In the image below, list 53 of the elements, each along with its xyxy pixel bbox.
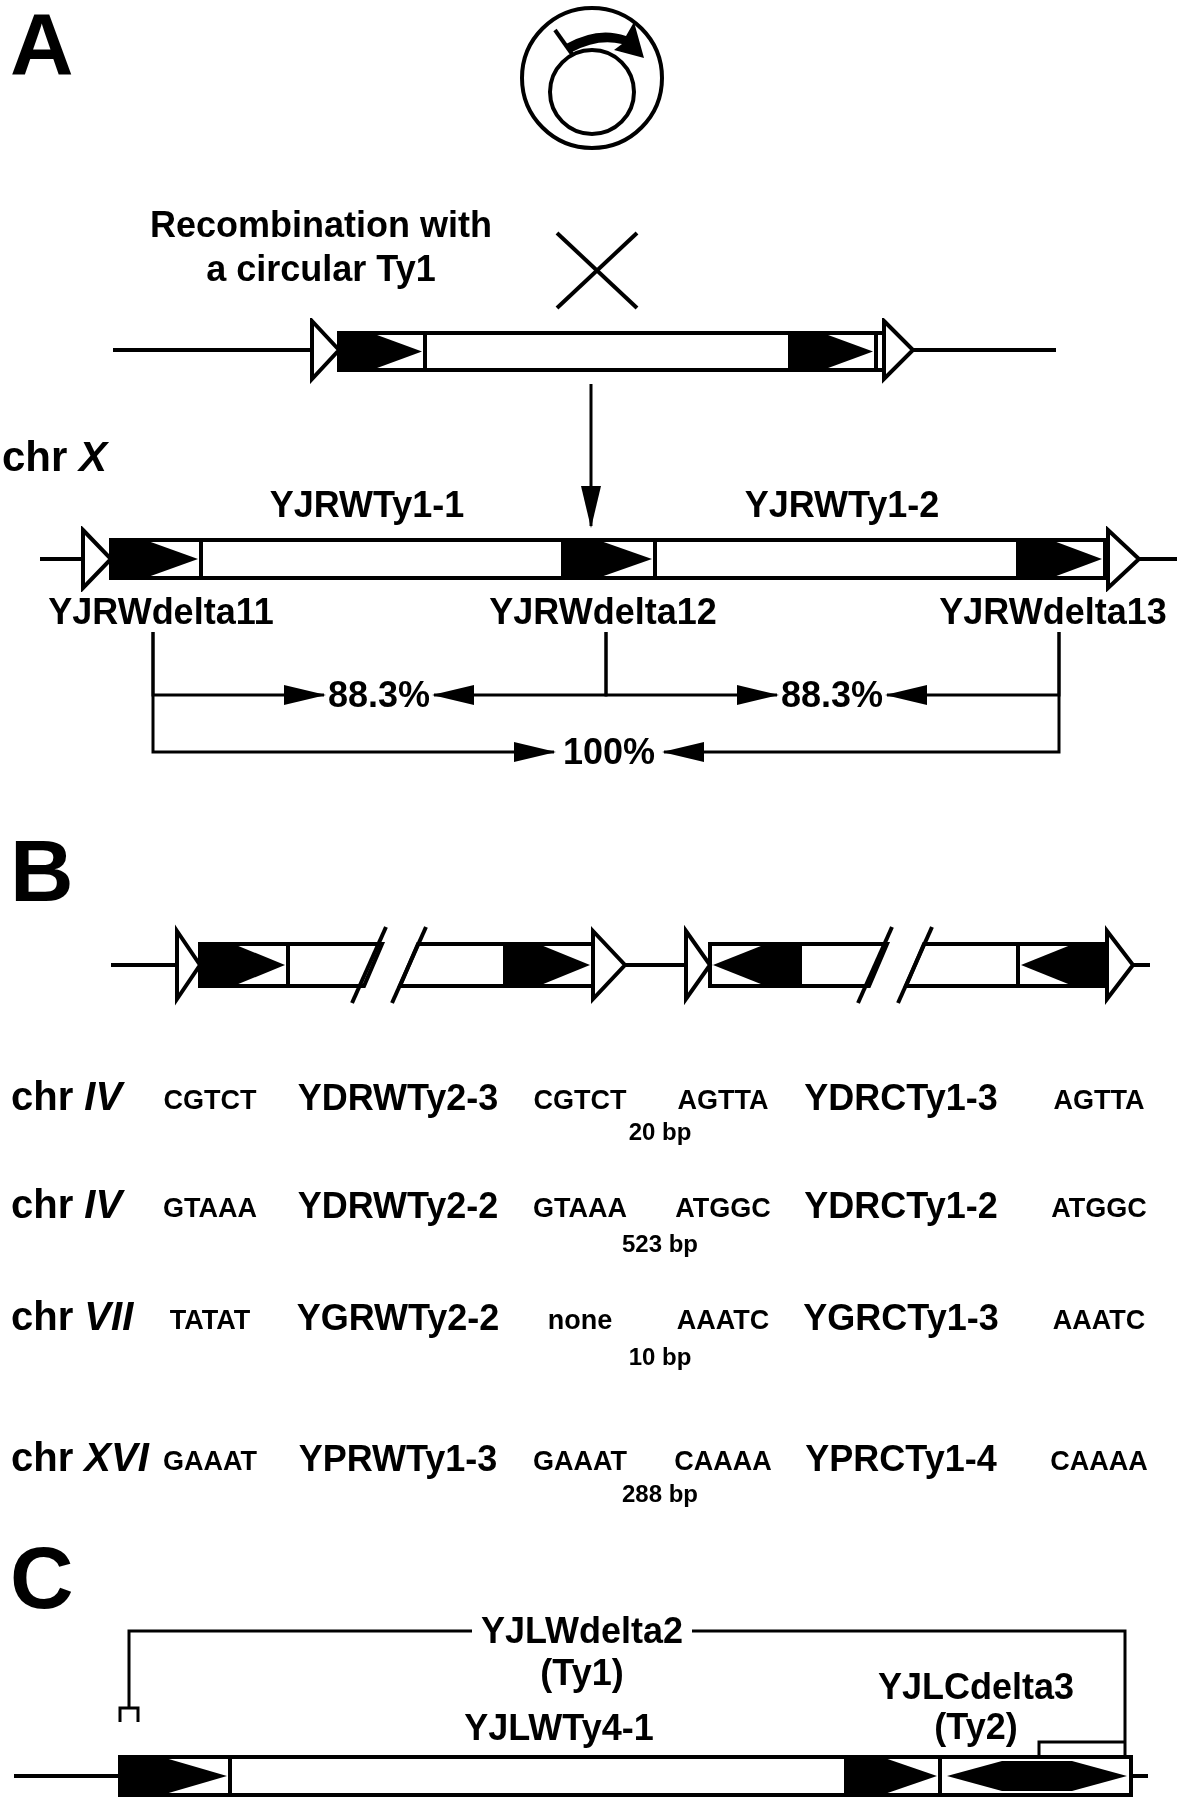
sequence-label: GAAAT <box>533 1447 627 1475</box>
sequence-label: CGTCT <box>533 1086 627 1114</box>
element-name: YPRWTy1-3 <box>298 1441 498 1477</box>
element-name: YDRCTy1-2 <box>804 1188 998 1224</box>
sequence-label: ATGGC <box>1051 1194 1147 1222</box>
element-name: YDRWTy2-3 <box>297 1080 499 1116</box>
spacer-length: 288 bp <box>622 1482 698 1506</box>
element-name: YGRCTy1-3 <box>803 1300 999 1336</box>
delta-name: YJLCdelta3 (Ty2) <box>876 1667 1076 1747</box>
sequence-label: GAAAT <box>163 1447 257 1475</box>
arrow <box>662 632 1061 762</box>
arrow <box>151 632 556 762</box>
transposon-construct <box>308 318 917 384</box>
spacer-length: 523 bp <box>622 1232 698 1256</box>
element-name: YPRCTy1-4 <box>805 1441 997 1477</box>
element-name: YDRWTy2-2 <box>297 1188 499 1224</box>
sequence-label: GTAAA <box>533 1194 627 1222</box>
element-name: YJRWTy1-2 <box>744 487 940 523</box>
element-name: YJLWTy4-1 <box>464 1710 654 1746</box>
panel-label: C <box>10 1534 74 1622</box>
element-name: YDRCTy1-3 <box>804 1080 998 1116</box>
sequence-label: CAAAA <box>1050 1447 1148 1475</box>
delta-name: YJRWdelta11 <box>43 592 279 632</box>
sequence-label: AGTTA <box>677 1086 769 1114</box>
arrow <box>581 384 601 528</box>
panel-label: A <box>10 0 74 88</box>
chromosome-label: chr X <box>2 436 108 478</box>
sequence-label: AAATC <box>676 1306 770 1334</box>
spacer-length: 10 bp <box>628 1345 692 1369</box>
sequence-label: CGTCT <box>163 1086 257 1114</box>
delta-name: YJRWdelta12 <box>485 592 721 632</box>
element-name: YGRWTy2-2 <box>296 1300 500 1336</box>
chromosome-label: chr IV <box>11 1076 123 1116</box>
sequence-label: ATGGC <box>675 1194 771 1222</box>
tandem-transposon-construct <box>79 526 1143 592</box>
sequence-label: AGTTA <box>1053 1086 1145 1114</box>
chromosome-label: chr VII <box>11 1296 134 1336</box>
percent-identity: 100% <box>554 732 664 772</box>
chromosome-label: chr IV <box>11 1184 123 1224</box>
chromosome-label: chr XVI <box>11 1437 149 1477</box>
panel-label: B <box>10 827 74 915</box>
recombination-caption: Recombination with a circular Ty1 <box>149 203 493 291</box>
sequence-label: GTAAA <box>163 1194 257 1222</box>
sequence-label: TATAT <box>169 1306 251 1334</box>
spacer-length: 20 bp <box>628 1120 692 1144</box>
percent-identity: 88.3% <box>324 675 434 715</box>
sequence-label: AAATC <box>1052 1306 1146 1334</box>
sequence-label: none <box>547 1306 613 1334</box>
arrow <box>604 632 779 705</box>
sequence-label: CAAAA <box>674 1447 772 1475</box>
element-name: YJRWTy1-1 <box>269 487 465 523</box>
percent-identity: 88.3% <box>777 675 887 715</box>
delta-name: YJRWdelta13 <box>935 592 1171 632</box>
